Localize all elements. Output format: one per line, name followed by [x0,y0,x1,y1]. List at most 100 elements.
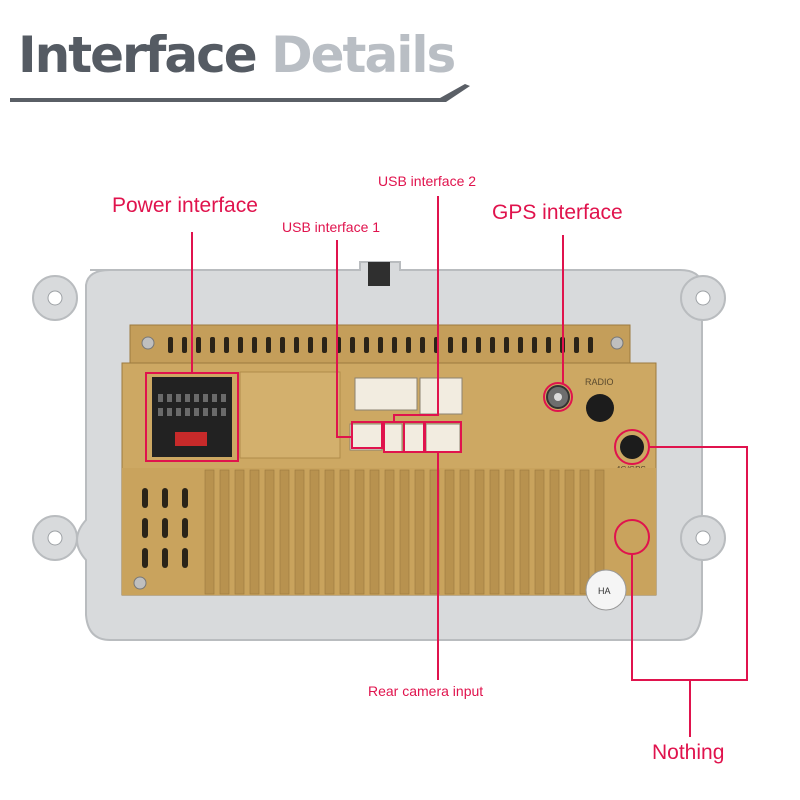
heatsink-fin [489,469,500,595]
power-pins [158,394,226,416]
heatsink-fin [459,469,470,595]
vent-slot [280,337,285,353]
vent-slot [350,337,355,353]
title-word-interface: Interface [18,26,258,84]
top-clip [368,262,390,286]
heatsink-fin [579,469,590,595]
connector-small-2 [383,423,403,453]
gps-pin-icon [554,393,562,401]
heatsink-fin [399,469,410,595]
vent-slot [308,337,313,353]
heatsink-fin [264,469,275,595]
power-fuse [175,432,207,446]
side-vent-slot [182,548,188,568]
side-vent-slot [162,518,168,538]
title-underline [10,84,470,102]
vent-slot [196,337,201,353]
usb-connector-1 [354,377,418,411]
heatsink-fin [294,469,305,595]
heatsink-fin [444,469,455,595]
connector-small-1 [349,423,383,451]
connector-pin [221,408,226,416]
vent-slot [420,337,425,353]
page-title: Interface Details [18,30,456,80]
vent-slot [224,337,229,353]
connector-pin [167,394,172,402]
connector-pin [185,394,190,402]
vent-slot [378,337,383,353]
mount-hole-icon [47,290,63,306]
vent-slot [574,337,579,353]
heatsink-fin [474,469,485,595]
vent-slot [476,337,481,353]
4g-gps-socket-icon [620,435,644,459]
side-vent-slot [142,518,148,538]
mount-hole-icon [695,530,711,546]
connector-pin [194,394,199,402]
camera-highlight [424,421,462,453]
mount-hole-icon [695,290,711,306]
side-vents [142,488,188,568]
vent-slot [490,337,495,353]
heatsink-fin [549,469,560,595]
connector-pin [203,394,208,402]
heatsink-fin [279,469,290,595]
vent-slot [588,337,593,353]
label-usb-interface-1: USB interface 1 [282,219,381,235]
vent-slot [406,337,411,353]
heatsink-fin [339,469,350,595]
gps-highlight [543,382,573,412]
heatsink-fin [249,469,260,595]
heatsink-fin [414,469,425,595]
radio-socket-icon [586,394,614,422]
heatsink-fin [384,469,395,595]
panel-recess [239,371,341,459]
connector-pin [203,408,208,416]
label-rear-camera-input: Rear camera input [368,683,484,699]
heatsink-fin [369,469,380,595]
vent-slot [322,337,327,353]
side-vent-slot [162,488,168,508]
label-nothing: Nothing [652,741,725,764]
vent-slot [238,337,243,353]
usb1-leader [336,240,352,438]
connector-pin [158,408,163,416]
connector-pin [167,408,172,416]
connector-pin [221,394,226,402]
label-power-interface: Power interface [112,194,258,217]
top-vent-row [168,337,593,353]
usb1-highlight [351,421,383,449]
callout-lines [145,196,748,737]
vent-slot [168,337,173,353]
side-vent-slot [142,548,148,568]
heatsink-fin [354,469,365,595]
connector-pin [176,408,181,416]
title-word-details: Details [271,26,456,84]
side-vent-slot [142,488,148,508]
connector-pin [185,408,190,416]
connector-pin [212,408,217,416]
vent-slot [210,337,215,353]
vent-slot [448,337,453,353]
nothing-leader-b [631,554,690,681]
heatsink-fins [204,469,605,595]
connector-pin [194,408,199,416]
side-vent-slot [162,548,168,568]
label-gps-interface: GPS interface [492,201,623,224]
side-vent-slot [182,518,188,538]
heatsink-fin [204,469,215,595]
vent-slot [462,337,467,353]
label-usb-interface-2: USB interface 2 [378,173,477,189]
nothing-leader-a [649,446,748,681]
heatsink-fin [324,469,335,595]
vent-slot [182,337,187,353]
heatsink-fin [219,469,230,595]
vent-slot [266,337,271,353]
usb2-leader [393,196,439,422]
radio-label: RADIO [585,377,614,387]
vent-slot [546,337,551,353]
heatsink-fin [564,469,575,595]
usb-connector-2 [419,377,463,415]
screw-icon [141,336,155,350]
